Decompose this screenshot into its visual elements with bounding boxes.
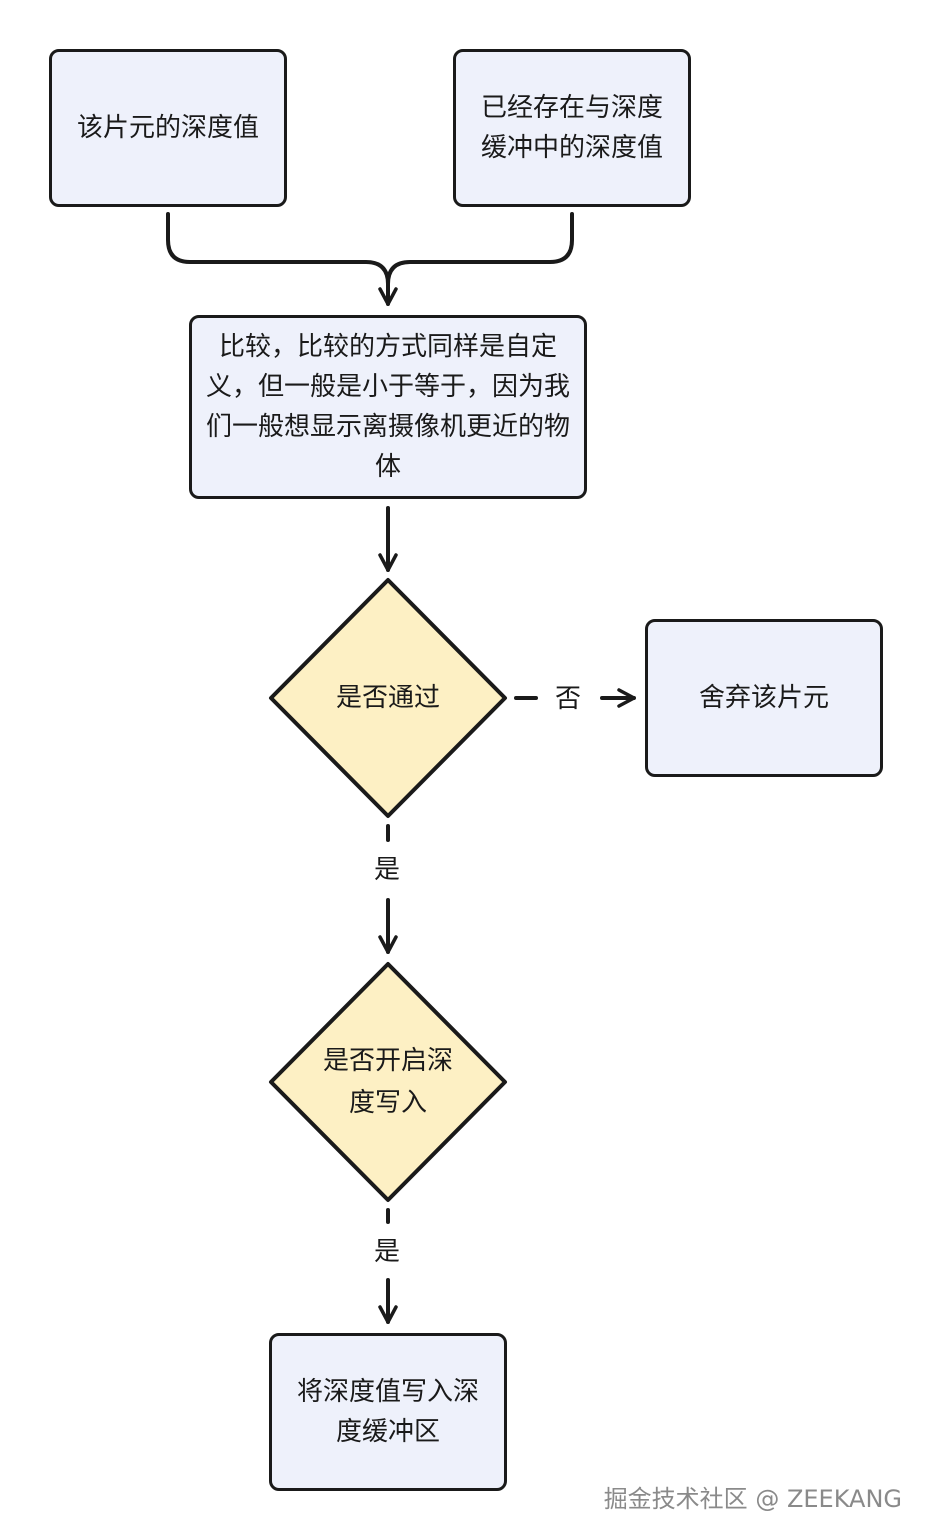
compare-label: 比较，比较的方式同样是自定义，但一般是小于等于，因为我们一般想显示离摄像机更近的… [206,332,571,482]
discard-box: 舍弃该片元 [645,619,883,777]
discard-label: 舍弃该片元 [698,683,829,713]
test-pass-diamond [269,578,507,818]
fragment-depth-box: 该片元的深度值 [49,49,287,207]
edge-label-no: 否 [549,682,588,716]
merge-connector [166,212,398,306]
depth-write-label: 是否开启深度写入 [322,1046,453,1118]
write-depth-label: 将深度值写入深度缓冲区 [296,1377,479,1447]
test-pass-text: 是否通过 [308,668,468,728]
watermark: 掘金技术社区 @ ZEEKANG [603,1485,902,1513]
buffer-depth-label: 已经存在与深度缓冲中的深度值 [480,93,663,163]
test-pass-label: 是否通过 [335,683,440,713]
compare-box: 比较，比较的方式同样是自定义，但一般是小于等于，因为我们一般想显示离摄像机更近的… [189,315,587,499]
depth-write-text: 是否开启深度写入 [318,1040,458,1124]
depth-write-diamond [269,962,507,1202]
write-depth-box: 将深度值写入深度缓冲区 [269,1333,507,1491]
edge-label-yes-pass: 是 [368,853,407,887]
buffer-depth-box: 已经存在与深度缓冲中的深度值 [453,49,691,207]
edge-label-yes-write: 是 [368,1235,407,1269]
fragment-depth-label: 该片元的深度值 [76,113,259,143]
merge-connector-right [386,212,574,286]
